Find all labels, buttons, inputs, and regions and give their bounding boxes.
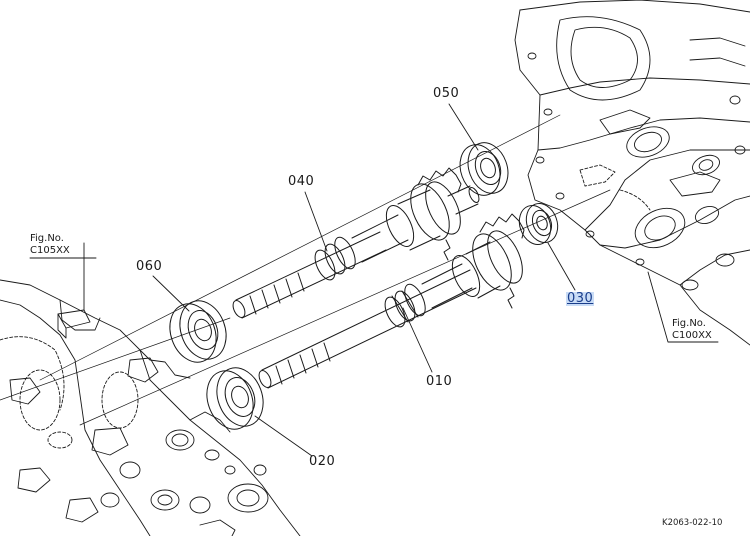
callout-020[interactable]: 020 (309, 454, 336, 469)
bearing-020 (206, 367, 264, 430)
shaft-040 (232, 167, 480, 319)
callout-010[interactable]: 010 (426, 374, 453, 389)
fig-ref-right-line2: C100XX (672, 330, 712, 341)
bearing-030 (518, 203, 559, 245)
callout-050[interactable]: 050 (433, 86, 460, 101)
fig-ref-left[interactable]: Fig.No. C105XX (30, 233, 70, 257)
callout-060[interactable]: 060 (136, 259, 163, 274)
bearing-050 (459, 142, 509, 196)
left-housing (0, 279, 301, 536)
fig-ref-right[interactable]: Fig.No. C100XX (672, 318, 712, 342)
fig-ref-left-line2: C105XX (30, 245, 70, 256)
leader-lines (29, 103, 719, 457)
bearing-060 (169, 300, 227, 363)
axis-lines (0, 114, 611, 426)
callout-030[interactable]: 030 (566, 291, 595, 306)
shaft-010 (258, 213, 525, 389)
right-housing (514, 0, 750, 346)
callout-040[interactable]: 040 (288, 174, 315, 189)
fig-ref-left-line1: Fig.No. (30, 233, 64, 244)
drawing-code: K2063-022-10 (662, 518, 723, 528)
fig-ref-right-line1: Fig.No. (672, 318, 706, 329)
